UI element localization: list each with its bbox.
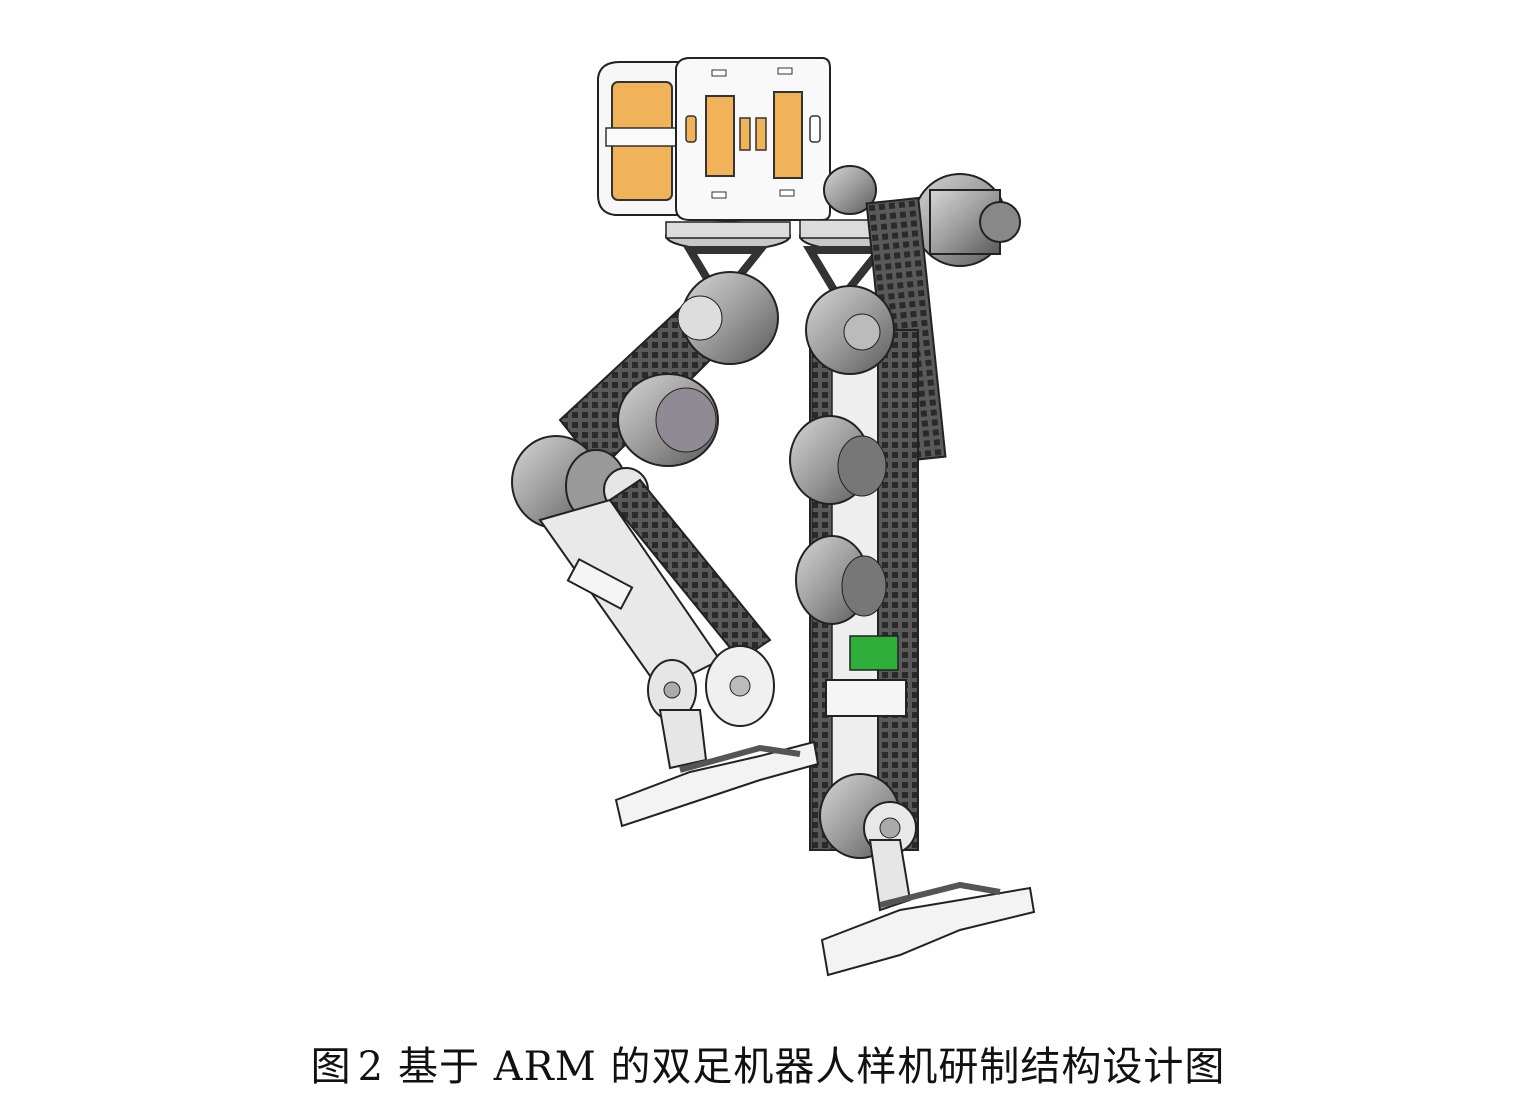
battery-box: [597, 57, 831, 221]
caption-text: 基于 ARM 的双足机器人样机研制结构设计图: [398, 1044, 1226, 1090]
caption-prefix: 图: [310, 1044, 352, 1090]
right-knee-motor: [789, 415, 887, 505]
left-hip-motor: [677, 271, 779, 365]
caption-number: 2: [357, 1044, 385, 1090]
robot-cad-illustration: [511, 57, 1036, 977]
right-foot: [820, 881, 1036, 977]
left-thigh-motor: [617, 373, 719, 467]
left-leg: [511, 271, 779, 770]
left-foot: [614, 740, 820, 828]
right-hip-motor: [805, 285, 895, 375]
left-ankle-pulley: [647, 645, 775, 727]
right-shank-motor: [795, 535, 887, 625]
right-leg: [789, 196, 947, 912]
